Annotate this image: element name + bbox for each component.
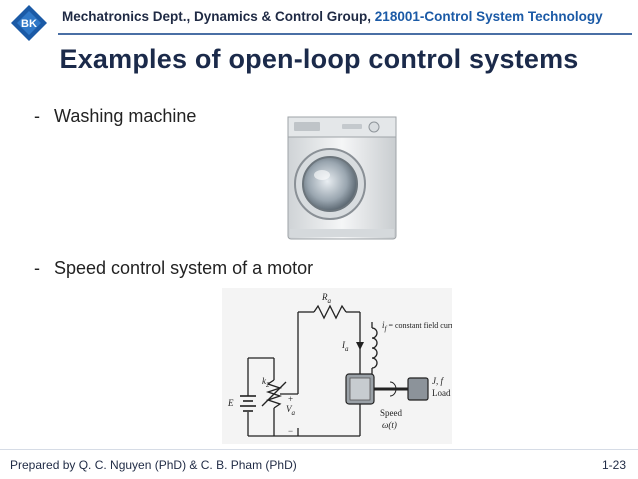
motor-circuit-diagram: Ra Ia if = constant field current k2 E V… [222, 288, 452, 444]
bullet-text: Speed control system of a motor [54, 258, 314, 278]
label-if-sub: f [385, 325, 388, 333]
washing-machine-image [287, 116, 397, 240]
label-jf: J, f [432, 376, 444, 386]
label-if: if = constant field current [382, 320, 452, 333]
label-va-sub: a [292, 409, 296, 417]
bullet-text: Washing machine [54, 106, 197, 126]
footer-author: Prepared by Q. C. Nguyen (PhD) & C. B. P… [10, 458, 297, 472]
label-va: Va [286, 404, 296, 417]
label-ia: Ia [341, 340, 349, 353]
label-if-main: i [382, 320, 385, 330]
label-ra: Ra [321, 292, 332, 305]
label-k2-main: k [262, 376, 267, 386]
label-ia-main: I [341, 340, 346, 350]
header-text: Mechatronics Dept., Dynamics & Control G… [62, 9, 603, 24]
bullet-motor-speed: -Speed control system of a motor [34, 258, 313, 279]
bullet-dash: - [34, 258, 40, 278]
university-logo: BK [10, 4, 48, 42]
logo-text: BK [21, 18, 37, 30]
label-if-text: = constant field current [386, 321, 452, 330]
label-k2-sub: 2 [266, 381, 270, 389]
label-minus: − [288, 426, 293, 436]
label-load: Load [432, 388, 451, 398]
slide-title: Examples of open-loop control systems [59, 44, 579, 74]
header-course: 218001-Control System Technology [374, 9, 603, 24]
bullet-dash: - [34, 106, 40, 126]
label-ra-main: R [321, 292, 328, 302]
label-speed: Speed [380, 408, 402, 418]
label-va-main: V [286, 404, 293, 414]
label-k2: k2 [262, 376, 270, 389]
header-rule [58, 33, 632, 35]
label-omega: ω(t) [382, 420, 397, 430]
label-ia-sub: a [345, 345, 349, 353]
label-plus: + [288, 394, 293, 404]
slide-number: 1-23 [601, 458, 626, 472]
label-e: E [227, 398, 234, 408]
footer-rule [0, 449, 638, 450]
header-org: Mechatronics Dept., Dynamics & Control G… [62, 9, 375, 24]
label-ra-sub: a [328, 297, 332, 305]
bullet-washing-machine: -Washing machine [34, 106, 196, 127]
